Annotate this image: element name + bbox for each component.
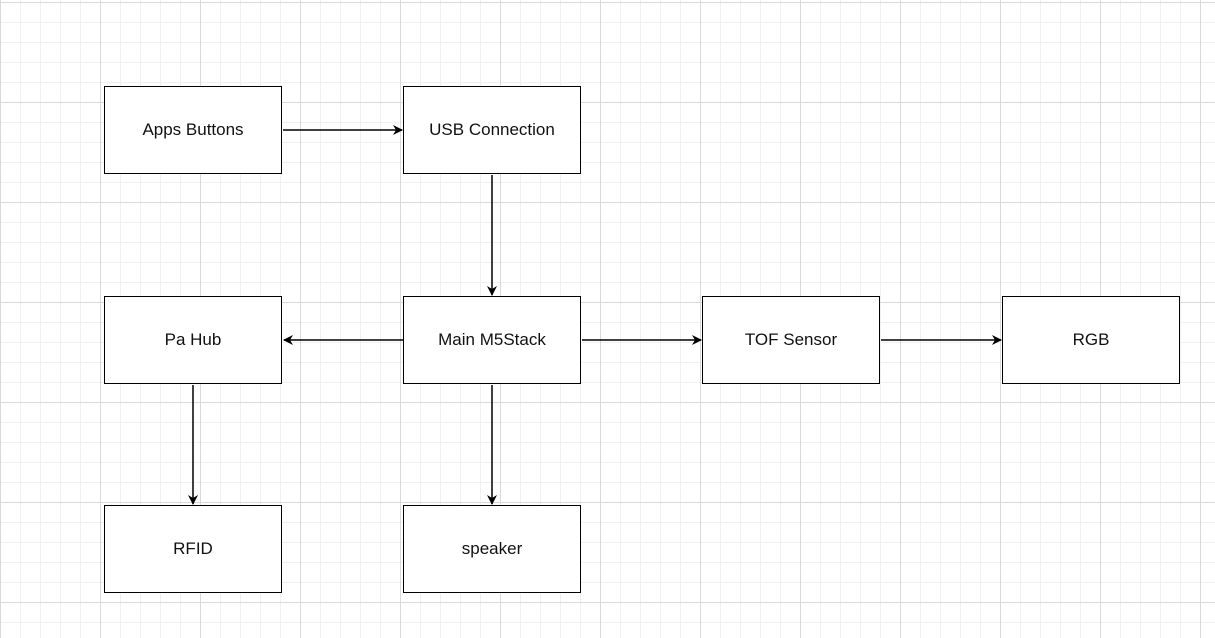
node-label: Pa Hub [164,330,222,349]
node-label: speaker [461,539,523,558]
node-rgb[interactable]: RGB [1002,296,1180,384]
node-rfid[interactable]: RFID [104,505,282,593]
node-label: Main M5Stack [438,330,546,349]
node-label: TOF Sensor [744,330,838,349]
node-tof-sensor[interactable]: TOF Sensor [702,296,880,384]
node-pa-hub[interactable]: Pa Hub [104,296,282,384]
node-label: RGB [1072,330,1110,349]
node-speaker[interactable]: speaker [403,505,581,593]
node-usb-connection[interactable]: USB Connection [403,86,581,174]
node-apps-buttons[interactable]: Apps Buttons [104,86,282,174]
node-label: RFID [173,539,213,558]
node-label: USB Connection [429,120,555,139]
node-main-m5stack[interactable]: Main M5Stack [403,296,581,384]
node-label: Apps Buttons [142,120,244,139]
